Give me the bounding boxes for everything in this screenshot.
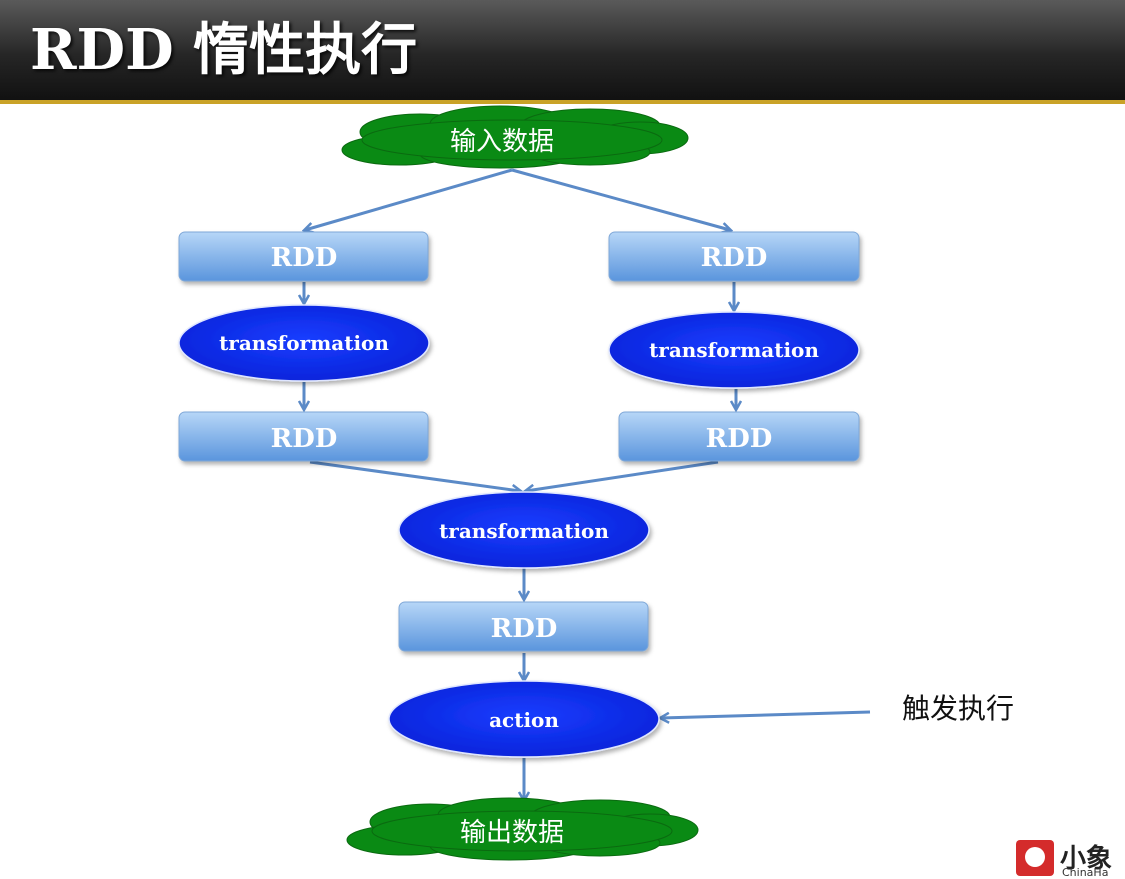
arrow-rdd-right2-to-merge [526, 460, 719, 491]
title-bar: RDD 惰性执行 [0, 0, 1125, 104]
rdd-box-right-1: RDD [608, 231, 860, 282]
logo-subtitle: ChinaHa [1062, 866, 1109, 879]
logo-name: 小象 [1060, 844, 1113, 874]
slide-title: RDD 惰性执行 [30, 17, 418, 83]
input-cloud [341, 105, 689, 169]
brand-logo: 小象 ChinaHa [1016, 836, 1125, 879]
elephant-logo-icon [1016, 840, 1054, 876]
rdd-merged-label: RDD [491, 614, 558, 644]
arrow-rdd-left2-to-merge [309, 460, 520, 491]
trigger-annotation: 触发执行 [902, 692, 1014, 725]
rdd-box-right-2: RDD [618, 411, 860, 462]
action-node: action [388, 680, 660, 758]
rdd-right-2-label: RDD [706, 424, 773, 454]
output-cloud [346, 797, 699, 861]
transformation-left-label: transformation [219, 331, 389, 355]
connector-arrows [304, 168, 871, 800]
rdd-box-left-1: RDD [178, 231, 429, 282]
transformation-merge-label: transformation [439, 519, 609, 543]
transformation-right: transformation [608, 311, 860, 389]
transformation-right-label: transformation [649, 338, 819, 362]
input-label: 输入数据 [450, 127, 554, 157]
action-label: action [489, 708, 559, 732]
arrow-trigger-to-action [661, 710, 871, 718]
rdd-box-merged: RDD [398, 601, 649, 652]
rdd-left-1-label: RDD [271, 243, 338, 273]
arrow-input-to-rdd-right [511, 168, 730, 230]
rdd-right-1-label: RDD [701, 243, 768, 273]
transformation-left: transformation [178, 304, 430, 382]
arrow-input-to-rdd-left [305, 168, 513, 230]
transformation-merge: transformation [398, 491, 650, 569]
output-label: 输出数据 [460, 818, 564, 848]
rdd-left-2-label: RDD [271, 424, 338, 454]
rdd-box-left-2: RDD [178, 411, 429, 462]
